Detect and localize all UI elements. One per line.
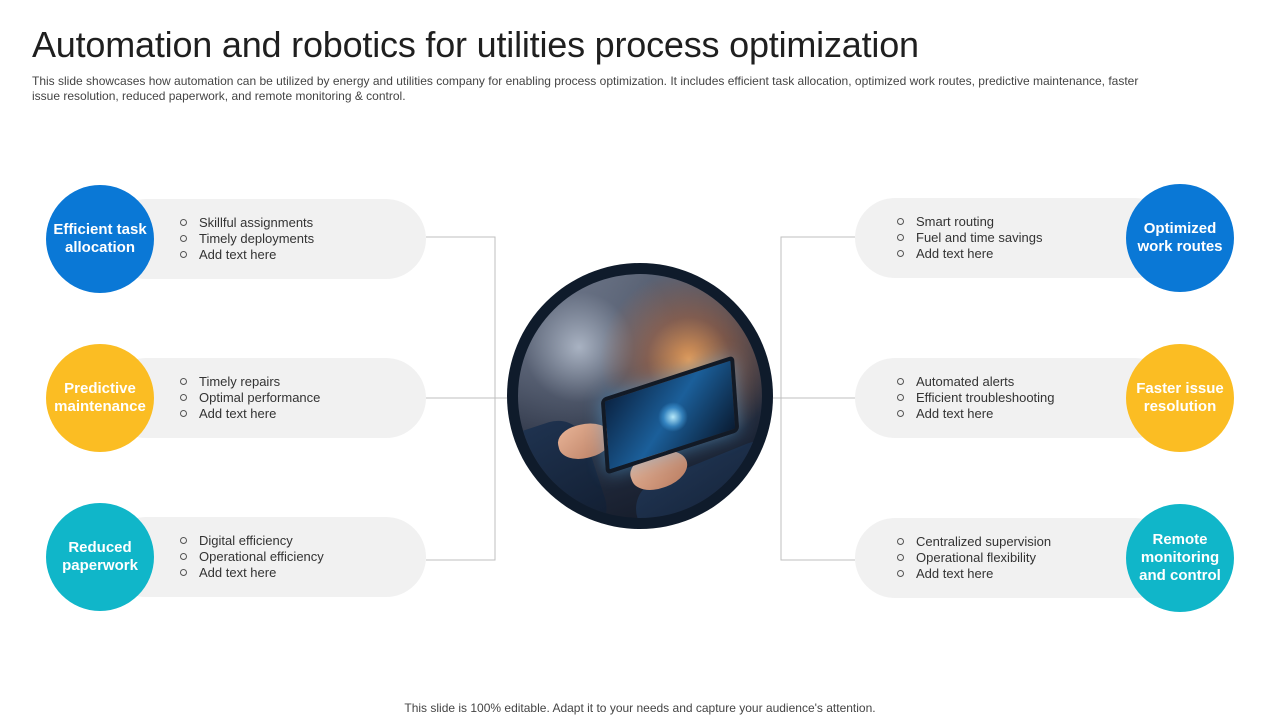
bullet-item: Add text here [897,566,1051,582]
bullet-item: Smart routing [897,214,1042,230]
circle-label: Remote monitoring and control [1139,531,1221,584]
bullet-item: Add text here [180,406,320,422]
bullet-item: Digital efficiency [180,533,324,549]
bullet-item: Skillful assignments [180,215,314,231]
circle-label: Optimized work routes [1137,220,1223,255]
pill-faster-issue-resolution: Automated alerts Efficient troubleshooti… [855,358,1175,438]
bullet-item: Centralized supervision [897,534,1051,550]
bullet-item: Add text here [180,565,324,581]
bullet-item: Operational efficiency [180,549,324,565]
bullet-list: Digital efficiency Operational efficienc… [180,533,324,581]
circle-label: Efficient task allocation [53,221,147,256]
robotics-tablet-image [518,274,762,518]
circle-predictive-maintenance: Predictive maintenance [46,344,154,452]
slide-title: Automation and robotics for utilities pr… [32,24,919,65]
circle-label: Reduced paperwork [62,539,138,574]
bullet-list: Skillful assignments Timely deployments … [180,215,314,263]
pill-predictive-maintenance: Timely repairs Optimal performance Add t… [106,358,426,438]
bullet-item: Timely repairs [180,374,320,390]
tablet-glow [658,402,688,432]
slide-subtitle: This slide showcases how automation can … [32,74,1139,103]
circle-label: Predictive maintenance [54,380,146,415]
pill-optimized-work-routes: Smart routing Fuel and time savings Add … [855,198,1175,278]
pill-reduced-paperwork: Digital efficiency Operational efficienc… [106,517,426,597]
connector-right-bottom [780,398,855,561]
circle-reduced-paperwork: Reduced paperwork [46,503,154,611]
slide-footer: This slide is 100% editable. Adapt it to… [404,701,876,715]
bullet-list: Automated alerts Efficient troubleshooti… [897,374,1055,422]
center-image-ring [507,263,773,529]
pill-efficient-task-allocation: Skillful assignments Timely deployments … [106,199,426,279]
bullet-item: Fuel and time savings [897,230,1042,246]
pill-remote-monitoring-and-control: Centralized supervision Operational flex… [855,518,1175,598]
bullet-item: Efficient troubleshooting [897,390,1055,406]
circle-label: Faster issue resolution [1136,380,1224,415]
circle-efficient-task-allocation: Efficient task allocation [46,185,154,293]
circle-remote-monitoring-and-control: Remote monitoring and control [1126,504,1234,612]
bullet-item: Automated alerts [897,374,1055,390]
bullet-item: Add text here [180,247,314,263]
circle-faster-issue-resolution: Faster issue resolution [1126,344,1234,452]
connector-left-bottom [426,398,496,561]
bullet-list: Smart routing Fuel and time savings Add … [897,214,1042,262]
circle-optimized-work-routes: Optimized work routes [1126,184,1234,292]
bullet-item: Add text here [897,406,1055,422]
bullet-item: Timely deployments [180,231,314,247]
bullet-item: Add text here [897,246,1042,262]
bullet-list: Centralized supervision Operational flex… [897,534,1051,582]
bullet-item: Operational flexibility [897,550,1051,566]
connector-left-top [426,236,496,398]
bullet-list: Timely repairs Optimal performance Add t… [180,374,320,422]
connector-right-top [780,236,855,398]
bullet-item: Optimal performance [180,390,320,406]
